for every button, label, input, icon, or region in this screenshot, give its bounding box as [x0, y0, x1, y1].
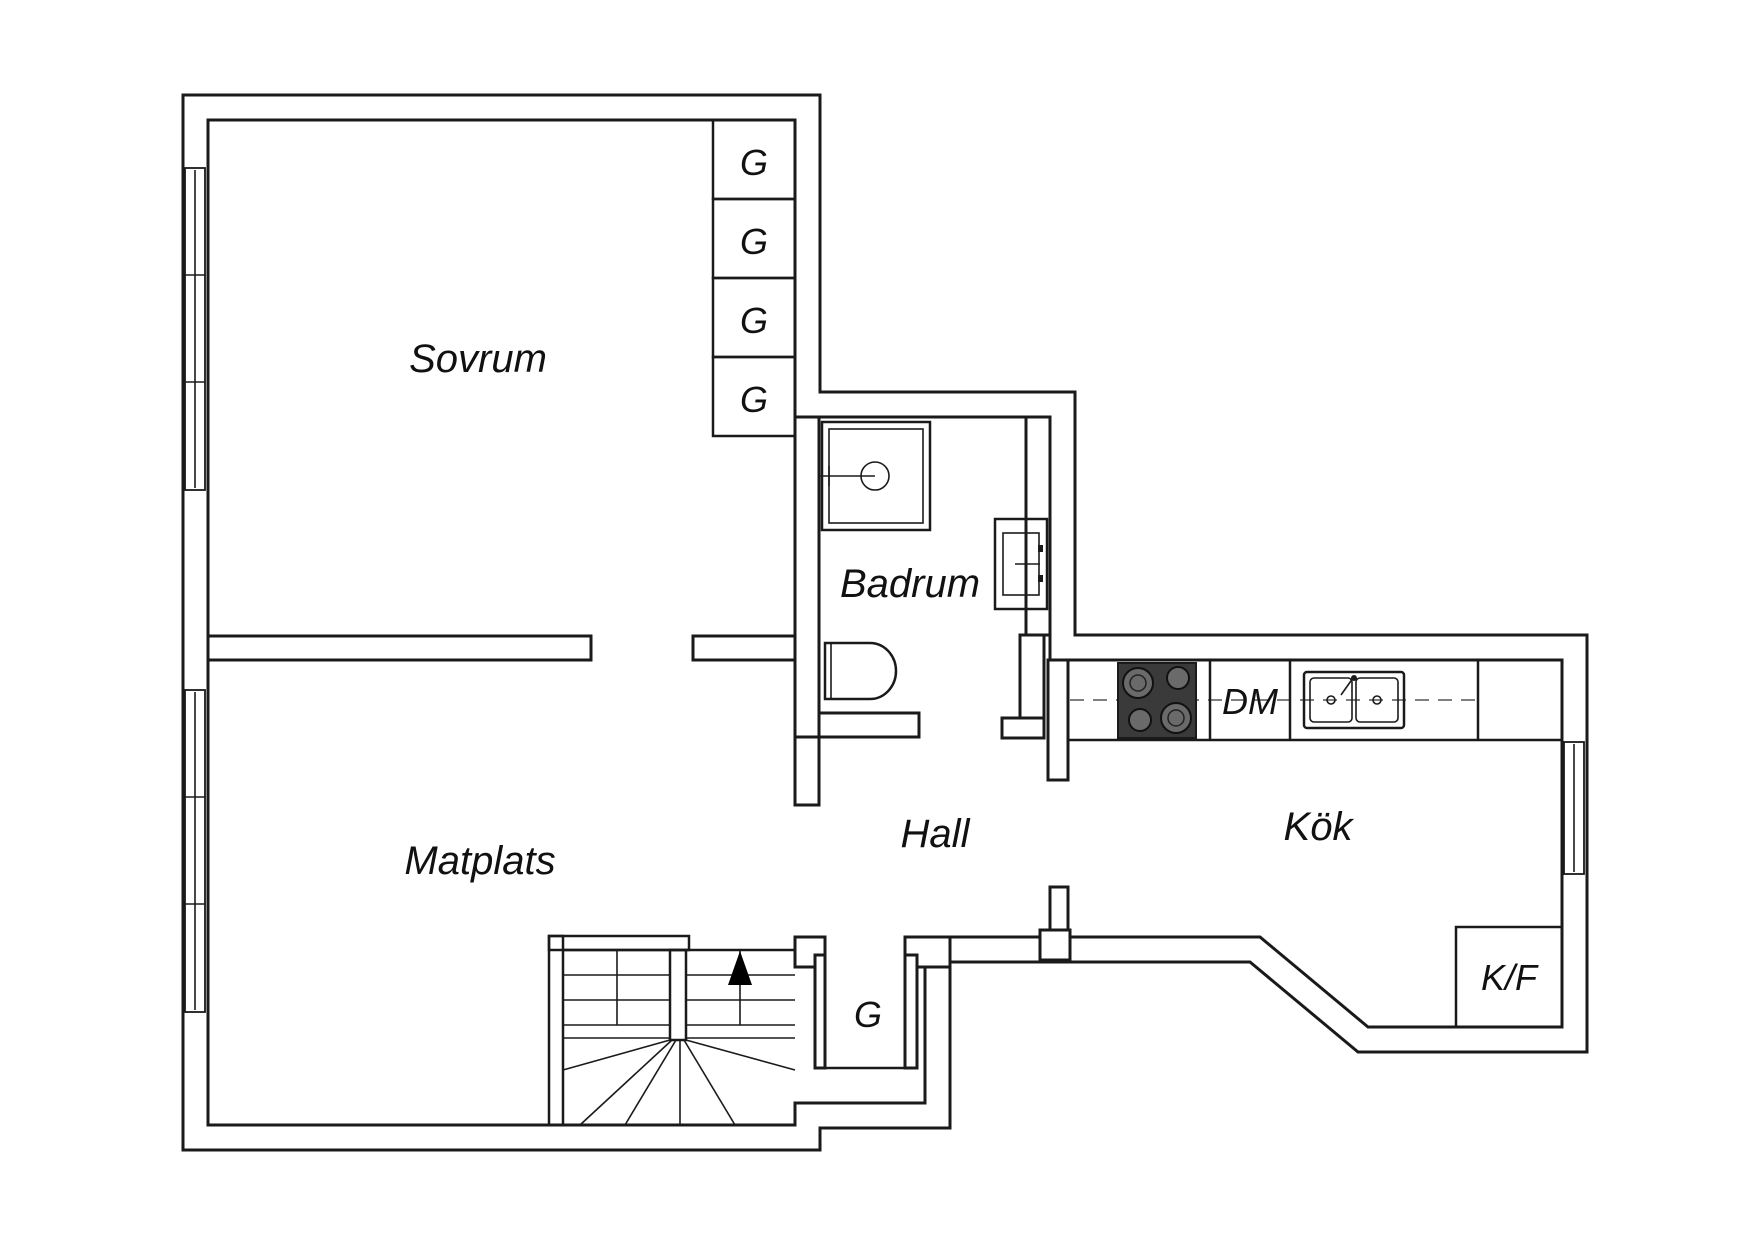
wardrobe-label: G	[740, 379, 768, 420]
wall-closet-right	[903, 953, 919, 1070]
shower-icon	[820, 420, 932, 532]
wall-badrum-east-mid	[1018, 633, 1046, 722]
kitchen-counter	[1066, 658, 1564, 742]
wall-kitchen-bottom-jog	[1038, 928, 1072, 962]
fridge-label: K/F	[1481, 957, 1539, 998]
wall-badrum-south	[817, 711, 921, 739]
window-icon	[184, 167, 206, 491]
wall-closet-left	[813, 953, 827, 1070]
windows	[184, 167, 1585, 1013]
wardrobe-label: G	[740, 142, 768, 183]
room-label-badrum: Badrum	[840, 562, 980, 606]
wardrobes	[711, 118, 797, 438]
wardrobe-label: G	[740, 300, 768, 341]
stove-icon	[1117, 662, 1197, 739]
room-label-kok: Kök	[1284, 805, 1355, 849]
window-icon	[1563, 741, 1585, 875]
dishwasher-label: DM	[1222, 681, 1278, 722]
wall-badrum-east-jog	[1000, 716, 1046, 740]
toilet-icon	[823, 641, 898, 701]
labels: Sovrum Matplats Badrum Hall Kök G G G G …	[404, 142, 1539, 1035]
room-label-matplats: Matplats	[404, 839, 555, 883]
wall-sovrum-south-left	[206, 634, 593, 662]
wardrobe-label: G	[740, 221, 768, 262]
exterior-walls	[181, 93, 1589, 1152]
wall-hall-stub	[793, 735, 821, 807]
room-label-hall: Hall	[901, 812, 971, 856]
room-label-sovrum: Sovrum	[409, 337, 547, 381]
wall-sovrum-south-right	[691, 634, 797, 662]
stairs-icon	[547, 934, 796, 1127]
wall-kitchen-pier	[1046, 658, 1070, 782]
window-icon	[184, 689, 206, 1013]
washbasin-icon	[993, 517, 1049, 611]
fridge-box	[1454, 925, 1564, 1029]
closet-label: G	[854, 994, 882, 1035]
sink-icon	[1302, 670, 1406, 730]
